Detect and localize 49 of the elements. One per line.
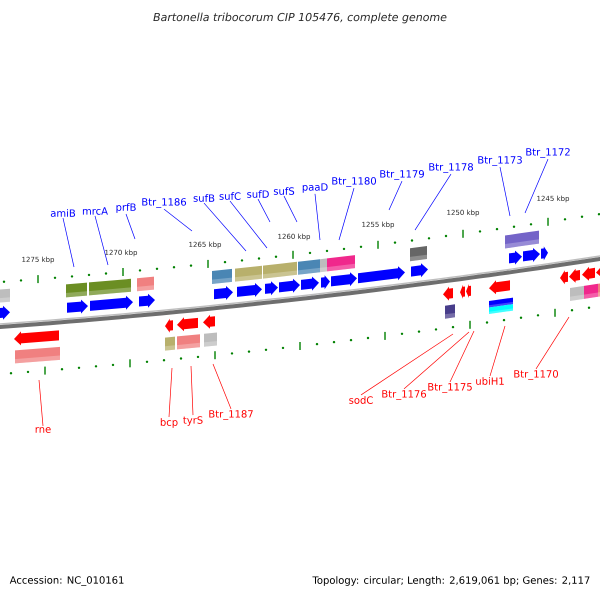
gene-label: sodC bbox=[349, 396, 373, 404]
gene-label: Btr_1178 bbox=[429, 163, 473, 173]
gene-label: Btr_1179 bbox=[380, 170, 424, 180]
leader-line bbox=[414, 174, 452, 230]
gene-label: prfB bbox=[116, 203, 136, 213]
leader-line bbox=[230, 200, 268, 248]
gene-label: ubiH1 bbox=[476, 377, 504, 385]
leader-line bbox=[164, 208, 192, 232]
gene-label: sufD bbox=[247, 190, 269, 198]
leader-line bbox=[62, 218, 74, 268]
gene-label: sufC bbox=[220, 192, 240, 200]
gene-label: Btr_1172 bbox=[526, 148, 570, 158]
gene-label: paaD bbox=[302, 183, 328, 193]
leader-line bbox=[258, 198, 270, 222]
leader-line bbox=[204, 202, 246, 252]
leader-line bbox=[388, 180, 402, 210]
leader-line bbox=[190, 366, 194, 416]
leader-line bbox=[536, 316, 570, 370]
gene-label: amiB bbox=[50, 209, 76, 217]
genome-info-text: Topology: circular; Length: 2,619,061 bp; Genes: 2,117 bbox=[312, 576, 590, 586]
leader-line bbox=[500, 166, 510, 216]
leader-line bbox=[212, 364, 232, 410]
leader-line bbox=[284, 196, 298, 222]
accession-text: Accession: NC_010161 bbox=[10, 576, 124, 586]
leader-line bbox=[126, 214, 136, 240]
leader-line bbox=[450, 330, 474, 382]
gene-label: Btr_1175 bbox=[428, 383, 472, 393]
leader-line bbox=[490, 326, 506, 376]
gene-label: Btr_1170 bbox=[514, 370, 558, 380]
gene-label: Btr_1180 bbox=[332, 177, 376, 187]
title: Bartonella tribocorum CIP 105476, complete genome bbox=[153, 12, 446, 24]
gene-label: tyrS bbox=[183, 416, 203, 426]
leader-line bbox=[314, 194, 320, 240]
gene-label: Btr_1186 bbox=[142, 198, 186, 208]
gene-label: Btr_1187 bbox=[209, 410, 253, 420]
leader-line bbox=[360, 334, 454, 396]
gene-label: sufB bbox=[194, 194, 214, 202]
leader-line bbox=[404, 332, 470, 390]
gene-label: sufS bbox=[274, 187, 294, 195]
leader-line bbox=[338, 188, 354, 240]
gene-label: bcp bbox=[160, 418, 178, 428]
gene-label: Btr_1176 bbox=[382, 390, 426, 400]
leader-line bbox=[168, 368, 172, 418]
leader-line bbox=[38, 380, 44, 426]
leader-line bbox=[524, 158, 548, 214]
gene-label: rne bbox=[36, 427, 51, 433]
gene-label: Btr_1173 bbox=[478, 156, 522, 166]
leader-line bbox=[94, 216, 108, 266]
gene-label: mrcA bbox=[82, 207, 108, 215]
